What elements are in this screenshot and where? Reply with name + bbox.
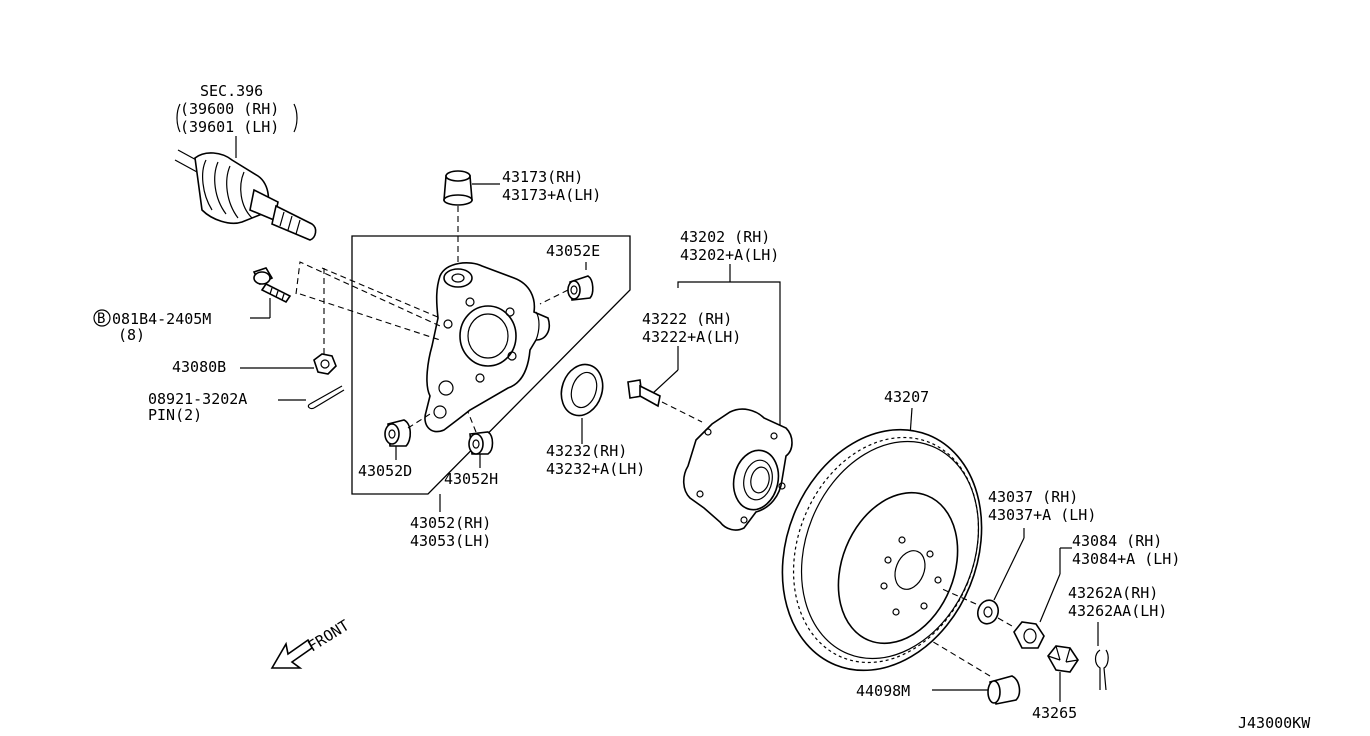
bolt-marker-circled-letter: B [93,309,111,327]
p43084-label-line2: 43084+A (LH) [1072,550,1180,568]
knuckle-group-box [351,235,631,495]
knuckle-43052-part[interactable] [424,262,551,433]
sec396-label-line2: (39600 (RH) [180,100,279,118]
bolt-label-line1: 081B4-2405M [112,310,211,328]
nut-43080b-part[interactable] [313,353,337,375]
p43173-label-line1: 43173(RH) [502,168,583,186]
sec396-label-line1: SEC.396 [200,82,263,100]
nut-43084-part[interactable] [1013,621,1045,649]
bushing-43052e-part[interactable] [567,275,594,301]
p43037-label-line1: 43037 (RH) [988,488,1078,506]
p43080b-label: 43080B [172,358,226,376]
p43052e-label: 43052E [546,242,600,260]
hub-stud-43222-part[interactable] [627,379,661,408]
seal-43232-part[interactable] [555,359,609,421]
p43037-label-line2: 43037+A (LH) [988,506,1096,524]
bushing-43173-part[interactable] [443,170,473,206]
drive-shaft-part[interactable] [174,149,317,241]
p43202-label-line1: 43202 (RH) [680,228,770,246]
hollow-arrow-icon [270,638,314,669]
p43265-label: 43265 [1032,704,1077,722]
p43232-label-line2: 43232+A(LH) [546,460,645,478]
p43232-label-line1: 43232(RH) [546,442,627,460]
front-label: FRONT [305,616,353,655]
plug-44098m-part[interactable] [987,675,1021,705]
pin-label-line2: PIN(2) [148,406,202,424]
p43084-label-line1: 43084 (RH) [1072,532,1162,550]
pin-label-line1: 08921-3202A [148,390,247,408]
p43207-label: 43207 [884,388,929,406]
hub-43202-part[interactable] [682,408,793,531]
cotter-pin-43262-part[interactable] [1094,649,1109,691]
bushing-43052d-part[interactable] [384,419,412,447]
p43052h-label: 43052H [444,470,498,488]
nut-43265-part[interactable] [1047,645,1079,673]
p43202-label-line2: 43202+A(LH) [680,246,779,264]
bolt-081b4-part[interactable] [252,267,292,304]
p43052d-label: 43052D [358,462,412,480]
p43262-label-line1: 43262A(RH) [1068,584,1158,602]
p43173-label-line2: 43173+A(LH) [502,186,601,204]
bushing-43052h-part[interactable] [468,431,494,455]
diagram-id-label: J43000KW [1238,714,1311,732]
p43222-label-line1: 43222 (RH) [642,310,732,328]
bolt-label-line2: (8) [118,326,145,344]
p43222-label-line2: 43222+A(LH) [642,328,741,346]
p44098m-label: 44098M [856,682,910,700]
p43052-label-line1: 43052(RH) [410,514,491,532]
brake-rotor-43207-part[interactable] [747,399,1016,700]
svg-text:B: B [97,311,105,327]
sec396-label-line3: (39601 (LH) [180,118,279,136]
p43262-label-line2: 43262AA(LH) [1068,602,1167,620]
p43052-label-line2: 43053(LH) [410,532,491,550]
washer-43037-part[interactable] [975,597,1001,626]
pin-08921-part[interactable] [307,385,345,410]
